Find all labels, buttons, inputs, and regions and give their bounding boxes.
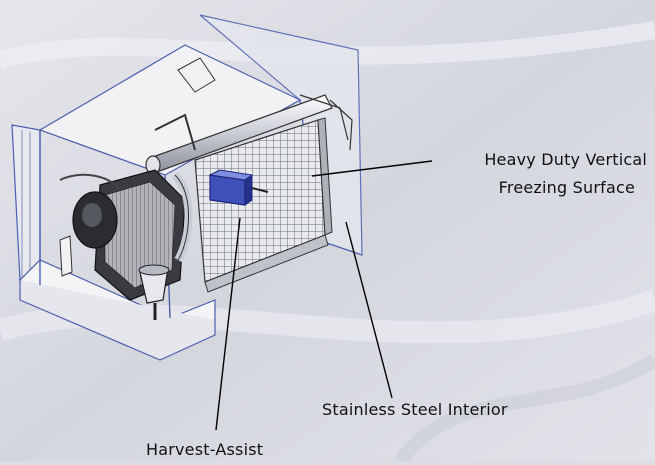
harvest-assist-solenoid: [208, 169, 269, 206]
leader-freezing-surface: [311, 160, 433, 177]
distribution-tube: [145, 57, 353, 175]
callout-freezing-surface-line1: Heavy Duty Vertical: [484, 150, 647, 169]
leader-harvest-assist: [215, 217, 241, 431]
evaporator-grid: [194, 117, 333, 293]
callout-lines: [215, 160, 433, 431]
callout-freezing-surface-line2: Freezing Surface: [498, 178, 635, 197]
callout-harvest-assist: Harvest-Assist: [146, 440, 264, 459]
compressor-assembly: [59, 169, 193, 320]
callout-stainless-interior: Stainless Steel Interior: [322, 400, 508, 419]
leader-stainless-interior: [345, 221, 393, 399]
